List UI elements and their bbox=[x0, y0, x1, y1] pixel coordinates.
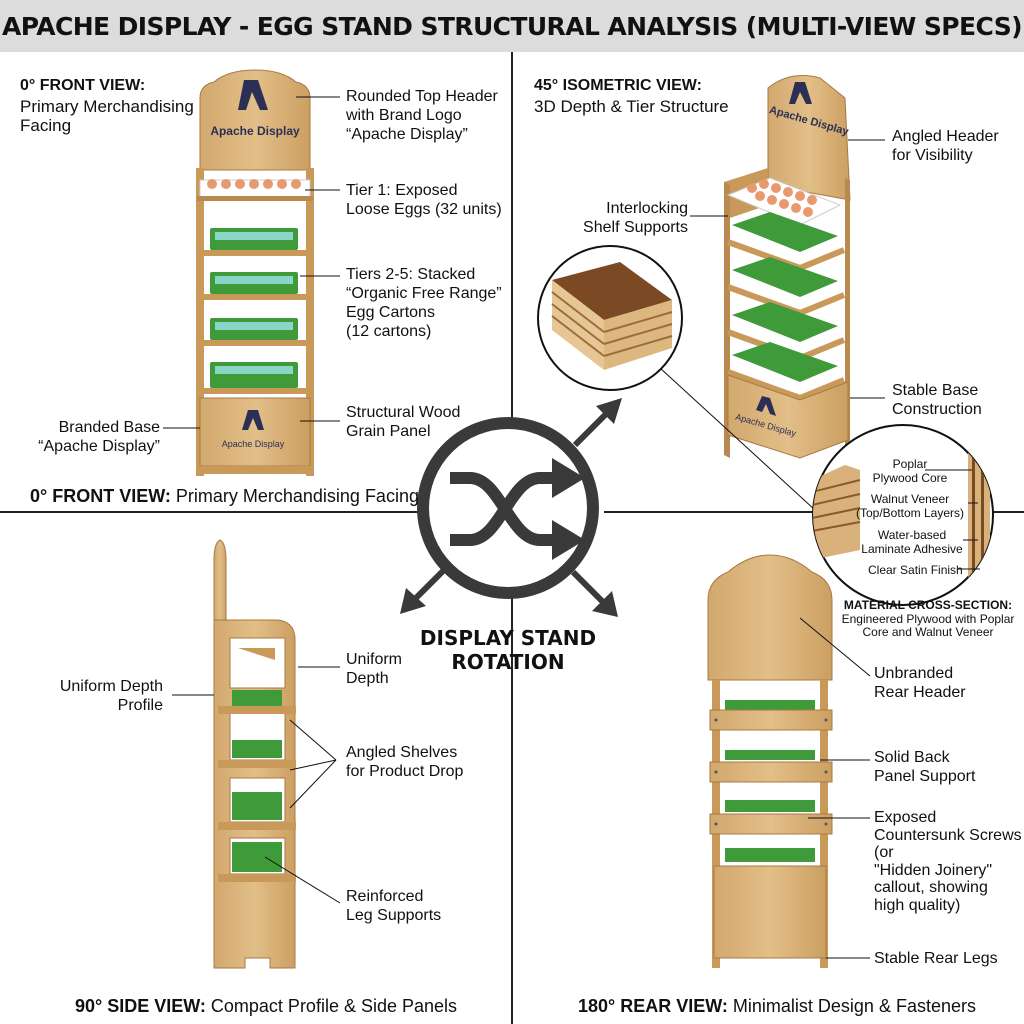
side-view-stand bbox=[213, 539, 296, 969]
rear-callout-header: Unbranded Rear Header bbox=[874, 665, 966, 701]
material-cross-section bbox=[812, 424, 994, 606]
horizontal-divider-left bbox=[0, 511, 420, 513]
material-finish-label: Clear Satin Finish bbox=[868, 563, 963, 577]
rear-view-caption: 180° REAR VIEW: Minimalist Design & Fast… bbox=[578, 996, 976, 1017]
rotation-shuffle-icon bbox=[400, 398, 622, 617]
front-callout-header: Rounded Top Header with Brand Logo “Apac… bbox=[346, 88, 498, 143]
front-view-caption: 0° FRONT VIEW: Primary Merchandising Fac… bbox=[30, 486, 419, 507]
iso-callout-header: Angled Header for Visibility bbox=[892, 128, 999, 164]
front-callout-tiers: Tiers 2-5: Stacked “Organic Free Range” … bbox=[346, 266, 502, 340]
iso-view-heading: 45° ISOMETRIC VIEW: bbox=[534, 77, 702, 94]
page-title: APACHE DISPLAY - EGG STAND STRUCTURAL AN… bbox=[2, 11, 1022, 41]
title-bar: APACHE DISPLAY - EGG STAND STRUCTURAL AN… bbox=[0, 0, 1024, 52]
side-callout-depth: Uniform Depth bbox=[346, 651, 403, 687]
side-callout-legs: Reinforced Leg Supports bbox=[346, 888, 442, 924]
front-view-stand: Apache Display Apache Display bbox=[196, 69, 314, 476]
front-logo-icon bbox=[238, 80, 268, 110]
side-view-caption: 90° SIDE VIEW: Compact Profile & Side Pa… bbox=[75, 996, 457, 1017]
front-view-subheading: Primary Merchandising Facing bbox=[20, 97, 194, 135]
material-walnut-label: Walnut Veneer (Top/Bottom Layers) bbox=[855, 492, 965, 520]
front-base-logo-icon bbox=[242, 410, 264, 430]
iso-callout-supports: Interlocking Shelf Supports bbox=[583, 200, 688, 236]
rear-caption-bold: 180° REAR VIEW: bbox=[578, 996, 728, 1016]
material-title: MATERIAL CROSS-SECTION: bbox=[843, 598, 1013, 612]
material-adhesive-label: Water-based Laminate Adhesive bbox=[861, 528, 963, 556]
front-base-brand-text: Apache Display bbox=[222, 439, 285, 449]
front-carton-shelves bbox=[196, 228, 314, 394]
rear-callout-legs: Stable Rear Legs bbox=[874, 950, 998, 967]
material-description: Engineered Plywood with Poplar Core and … bbox=[841, 612, 1015, 639]
rear-leader-lines bbox=[799, 617, 871, 959]
side-caption-rest: Compact Profile & Side Panels bbox=[205, 996, 458, 1016]
side-leader-lines bbox=[172, 666, 341, 904]
front-leader-lines bbox=[163, 96, 340, 429]
front-brand-text: Apache Display bbox=[210, 124, 300, 138]
front-callout-tier1: Tier 1: Exposed Loose Eggs (32 units) bbox=[346, 182, 502, 218]
front-caption-bold: 0° FRONT VIEW: bbox=[30, 486, 171, 506]
rotation-label: DISPLAY STAND ROTATION bbox=[419, 626, 597, 674]
plywood-sample-magnifier bbox=[537, 245, 683, 391]
material-poplar-label: Poplar Plywood Core bbox=[872, 457, 948, 485]
front-callout-grain: Structural Wood Grain Panel bbox=[346, 404, 461, 440]
rear-callout-back: Solid Back Panel Support bbox=[874, 749, 976, 785]
iso-carton-shelves bbox=[726, 212, 846, 402]
side-callout-profile: Uniform Depth Profile bbox=[59, 678, 163, 714]
rear-callout-screws: Exposed Countersunk Screws (or "Hidden J… bbox=[874, 809, 1022, 914]
side-callout-shelves: Angled Shelves for Product Drop bbox=[346, 744, 464, 780]
iso-base-logo-icon bbox=[756, 396, 776, 416]
front-callout-base: Branded Base “Apache Display” bbox=[38, 419, 160, 455]
side-caption-bold: 90° SIDE VIEW: bbox=[75, 996, 206, 1016]
rear-view-stand bbox=[707, 554, 833, 968]
iso-callout-base: Stable Base Construction bbox=[892, 382, 982, 418]
iso-view-subheading: 3D Depth & Tier Structure bbox=[534, 97, 729, 116]
front-caption-rest: Primary Merchandising Facing bbox=[170, 486, 419, 506]
isometric-stand: Apache Display Apache Display bbox=[724, 75, 851, 470]
iso-leader-lines bbox=[659, 139, 885, 511]
iso-logo-icon bbox=[789, 82, 812, 104]
front-view-heading: 0° FRONT VIEW: bbox=[20, 77, 146, 94]
rear-caption-rest: Minimalist Design & Fasteners bbox=[727, 996, 976, 1016]
